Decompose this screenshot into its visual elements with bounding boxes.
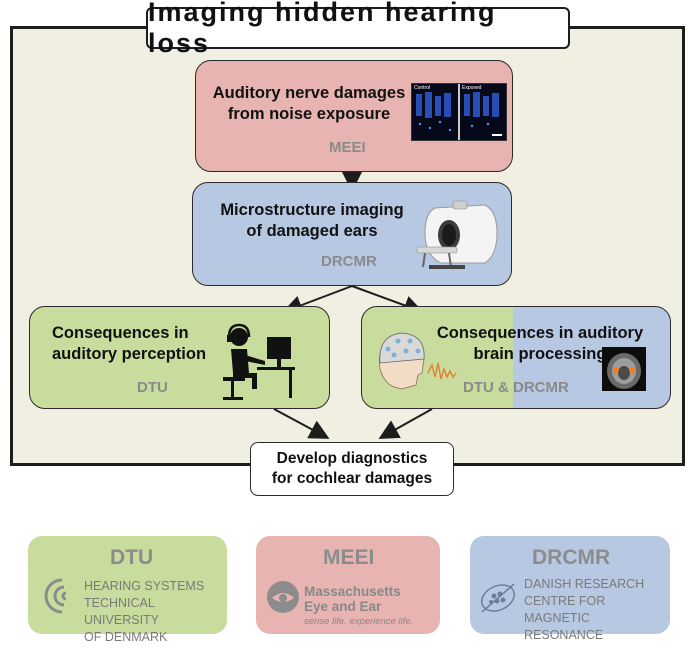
meei-brand-line1: Massachusetts [304, 584, 401, 599]
dtu-logo-name: DTU [110, 546, 154, 569]
dtu-logo-card: DTU HEARING SYSTEMS TECHNICAL UNIVERSITY… [28, 536, 227, 644]
drcmr-logo-line3: MAGNETIC RESONANCE [524, 611, 604, 642]
brain-scan-icon [602, 347, 646, 391]
micrograph-label-exposed: Exposed [462, 85, 482, 91]
meei-box: Auditory nerve damages from noise exposu… [195, 60, 513, 172]
mri-scanner-icon [416, 200, 498, 269]
develop-line1: Develop diagnostics [276, 450, 428, 467]
drcmr-org: DRCMR [321, 253, 377, 270]
arrow-dtu-to-develop [273, 408, 330, 439]
both-title-line1: Consequences in auditory [436, 324, 644, 342]
dtu-drcmr-box: Consequences in auditory brain processin… [361, 306, 671, 409]
eeg-head-icon [379, 332, 457, 390]
meei-tagline: sense life. experience life. [304, 616, 414, 627]
drcmr-logo-name: DRCMR [532, 546, 611, 569]
drcmr-logo-line1: DANISH RESEARCH [524, 577, 645, 591]
drcmr-title-line2: of damaged ears [246, 222, 378, 240]
arrow-both-to-develop [378, 408, 433, 439]
meei-logo-name: MEEI [323, 546, 375, 569]
both-org: DTU & DRCMR [463, 379, 569, 396]
dtu-title-line1: Consequences in [52, 324, 189, 342]
meei-org: MEEI [329, 139, 366, 156]
dtu-title-line2: auditory perception [52, 345, 207, 363]
magnetic-resonance-icon [481, 583, 515, 613]
drcmr-box: Microstructure imaging of damaged ears D… [192, 182, 512, 286]
meei-title-line2: from noise exposure [227, 105, 391, 123]
develop-diagnostics-box: Develop diagnostics for cochlear damages [250, 442, 454, 496]
dtu-logo-line1: HEARING SYSTEMS [84, 579, 205, 593]
person-at-computer-icon [223, 323, 295, 400]
hearing-systems-icon [44, 578, 67, 614]
drcmr-logo-card: DRCMR DANISH RESEARCH CENTRE FOR MAGNETI… [470, 536, 670, 642]
dtu-logo-line2: TECHNICAL UNIVERSITY [84, 596, 160, 627]
develop-line2: for cochlear damages [271, 470, 433, 487]
drcmr-logo-line2: CENTRE FOR [524, 594, 606, 608]
mass-eye-ear-icon [267, 581, 299, 613]
meei-brand-line2: Eye and Ear [304, 599, 382, 614]
meei-logo-card: MEEI Massachusetts Eye and Ear sense lif… [256, 536, 440, 634]
meei-title-line1: Auditory nerve damages [212, 84, 406, 102]
micrograph-label-control: Control [414, 85, 431, 91]
dtu-org: DTU [137, 379, 168, 396]
micrograph-image: Control Exposed [411, 83, 507, 141]
dtu-box: Consequences in auditory perception DTU [29, 306, 330, 409]
dtu-logo-line3: OF DENMARK [84, 630, 168, 644]
both-title-line2: brain processing [473, 345, 607, 363]
drcmr-title-line1: Microstructure imaging [220, 201, 404, 219]
